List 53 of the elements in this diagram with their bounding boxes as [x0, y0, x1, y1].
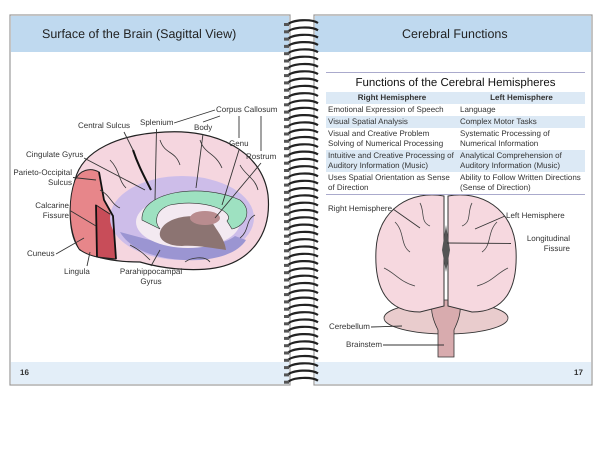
leader-line [214, 162, 262, 218]
leader-line [446, 242, 512, 244]
part-label: Longitudinal Fissure [512, 234, 570, 253]
leader-line [124, 132, 134, 150]
table-cell: Visual and Creative Problem Solving of Numerical Processing [326, 128, 458, 150]
leader-line [84, 158, 146, 190]
leader-line [150, 250, 160, 266]
table-cell: Language [458, 104, 585, 116]
leader-line [174, 110, 216, 124]
leader-line [72, 177, 96, 180]
table-cell: Visual Spatial Analysis [326, 116, 458, 128]
page-title: Surface of the Brain (Sagittal View) [42, 27, 236, 41]
leader-line [154, 128, 157, 200]
leader-line [260, 116, 262, 152]
part-label: Central Sulcus [78, 121, 130, 130]
part-label: Cuneus [27, 249, 55, 258]
table-header-cell: Right Hemisphere [326, 92, 458, 104]
table-cell: Complex Motor Tasks [458, 116, 585, 128]
table-title: Functions of the Cerebral Hemispheres [326, 72, 585, 92]
table-cell: Intuitive and Creative Processing of Auditory Information (Music) [326, 150, 458, 172]
leader-line [382, 344, 444, 346]
part-label: Calcarine Fissure [14, 201, 69, 220]
part-label: Brainstem [346, 340, 382, 350]
part-label: Cingulate Gyrus [26, 150, 84, 160]
page-number: 17 [574, 368, 583, 377]
part-label: Body [194, 123, 212, 132]
table-cell: Uses Spatial Orientation as Sense of Direction [326, 172, 458, 194]
leader-line [370, 326, 402, 328]
part-label: Genu [229, 139, 249, 148]
leader-line [238, 116, 240, 138]
table-cell: Emotional Expression of Speech [326, 104, 458, 116]
page-title: Cerebral Functions [402, 27, 508, 41]
part-label: Parahippocampal Gyrus [112, 267, 190, 286]
part-label: Splenium [140, 118, 174, 128]
leader-line [70, 210, 96, 226]
leader-line [56, 238, 84, 254]
page-number: 16 [20, 368, 29, 377]
leader-line [474, 216, 506, 230]
leader-line [222, 150, 240, 206]
leader-line [86, 252, 90, 266]
table-cell: Ability to Follow Written Directions (Sense of Direction) [458, 172, 585, 194]
leader-line [392, 208, 420, 228]
leader-line [196, 134, 204, 188]
part-label: Corpus Callosum [216, 105, 278, 114]
part-label: Parieto-Occipital Sulcus [4, 168, 72, 187]
table-header-cell: Left Hemisphere [458, 92, 585, 104]
part-label: Cerebellum [329, 322, 370, 332]
part-label: Lingula [64, 267, 90, 276]
table-cell: Analytical Comprehension of Auditory Information (Music) [458, 150, 585, 172]
part-label: Left Hemisphere [506, 211, 565, 220]
leader-line [202, 116, 220, 122]
part-label: Right Hemisphere [328, 204, 392, 214]
table-cell: Systematic Processing of Numerical Information [458, 128, 585, 150]
